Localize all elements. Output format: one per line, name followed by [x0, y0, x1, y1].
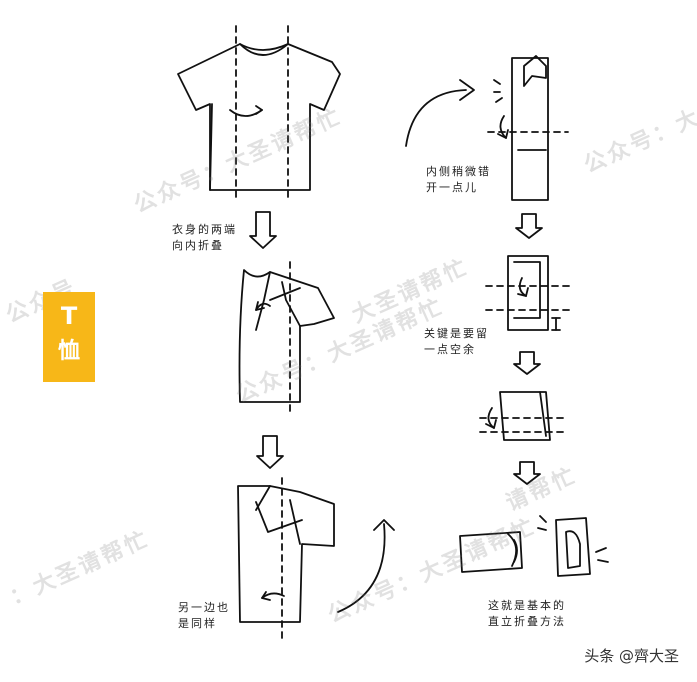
motion-lines — [493, 79, 503, 103]
tshirt-one-side-folded — [238, 269, 335, 403]
curved-arrow-icon — [405, 79, 475, 147]
tshirt-flat — [177, 43, 341, 191]
step1-note: 衣身的两端 向内折叠 — [172, 223, 237, 252]
folded-strip-offset — [511, 55, 549, 201]
down-arrow-icon — [256, 435, 284, 469]
badge-char: 恤 — [57, 339, 80, 364]
rotate-arrow-icon — [518, 277, 527, 297]
down-arrow-icon — [513, 351, 541, 375]
fold-guide-lines-1 — [235, 25, 289, 201]
folded-rect — [507, 255, 549, 331]
motion-lines — [537, 515, 609, 563]
step5-note: 关键是要留 一点空余 — [424, 327, 489, 356]
down-arrow-icon — [249, 211, 277, 249]
category-badge: T 恤 — [43, 292, 95, 382]
source-credit: 头条 @齊大圣 — [584, 647, 679, 665]
final-note: 这就是基本的 直立折叠方法 — [488, 599, 566, 628]
folded-square — [499, 391, 551, 441]
folded-roll-horizontal — [459, 531, 523, 573]
folded-roll-upright — [555, 517, 591, 577]
badge-letter: T — [60, 302, 78, 330]
step3-note: 另一边也 是同样 — [178, 601, 230, 630]
down-arrow-icon — [515, 213, 543, 239]
tshirt-both-sides-folded — [237, 485, 335, 623]
down-arrow-icon — [513, 461, 541, 485]
curved-arrow-icon — [337, 519, 395, 613]
step4-note: 内侧稍微错 开一点儿 — [426, 165, 491, 194]
